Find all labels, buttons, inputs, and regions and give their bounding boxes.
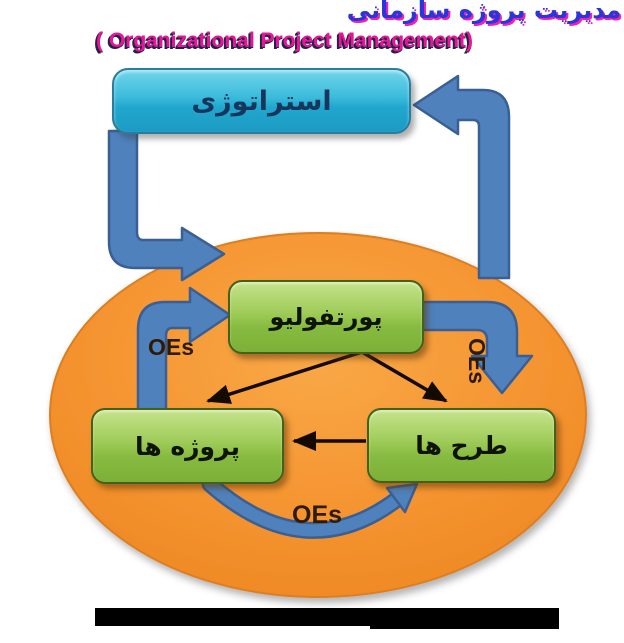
portfolio-node: پورتفولیو: [228, 280, 424, 354]
oes-label-left: OEs: [148, 334, 195, 360]
portfolio-to-programs-arrow: [418, 300, 534, 395]
strategy-node: استراتوژی: [112, 68, 411, 134]
portfolio-to-programs-line: [361, 350, 448, 403]
strategy-to-cycle-arrow: [107, 129, 226, 282]
oes-label-right: OEs: [464, 338, 490, 385]
page-subtitle-english: ( Organizational Project Management): [96, 29, 473, 52]
cycle-to-strategy-arrow: [412, 74, 511, 280]
portfolio-to-projects-line: [206, 350, 363, 404]
bottom-black-bar-extension: [370, 626, 559, 629]
projects-to-programs-arc: [204, 478, 402, 537]
projects-label: پروژه ها: [134, 431, 241, 461]
portfolio-label: پورتفولیو: [269, 303, 383, 331]
page-title-persian: مدیریت پروژه سازمانی: [346, 0, 621, 24]
bottom-black-bar: [95, 608, 559, 626]
programs-node: طرح ها: [367, 408, 556, 483]
projects-to-programs-arc-head: [385, 482, 419, 514]
projects-to-portfolio-arrow: [136, 286, 232, 416]
projects-node: پروژه ها: [91, 408, 284, 484]
oes-label-bottom: OEs: [292, 501, 343, 529]
strategy-label: استراتوژی: [191, 85, 332, 117]
programs-label: طرح ها: [415, 431, 508, 460]
